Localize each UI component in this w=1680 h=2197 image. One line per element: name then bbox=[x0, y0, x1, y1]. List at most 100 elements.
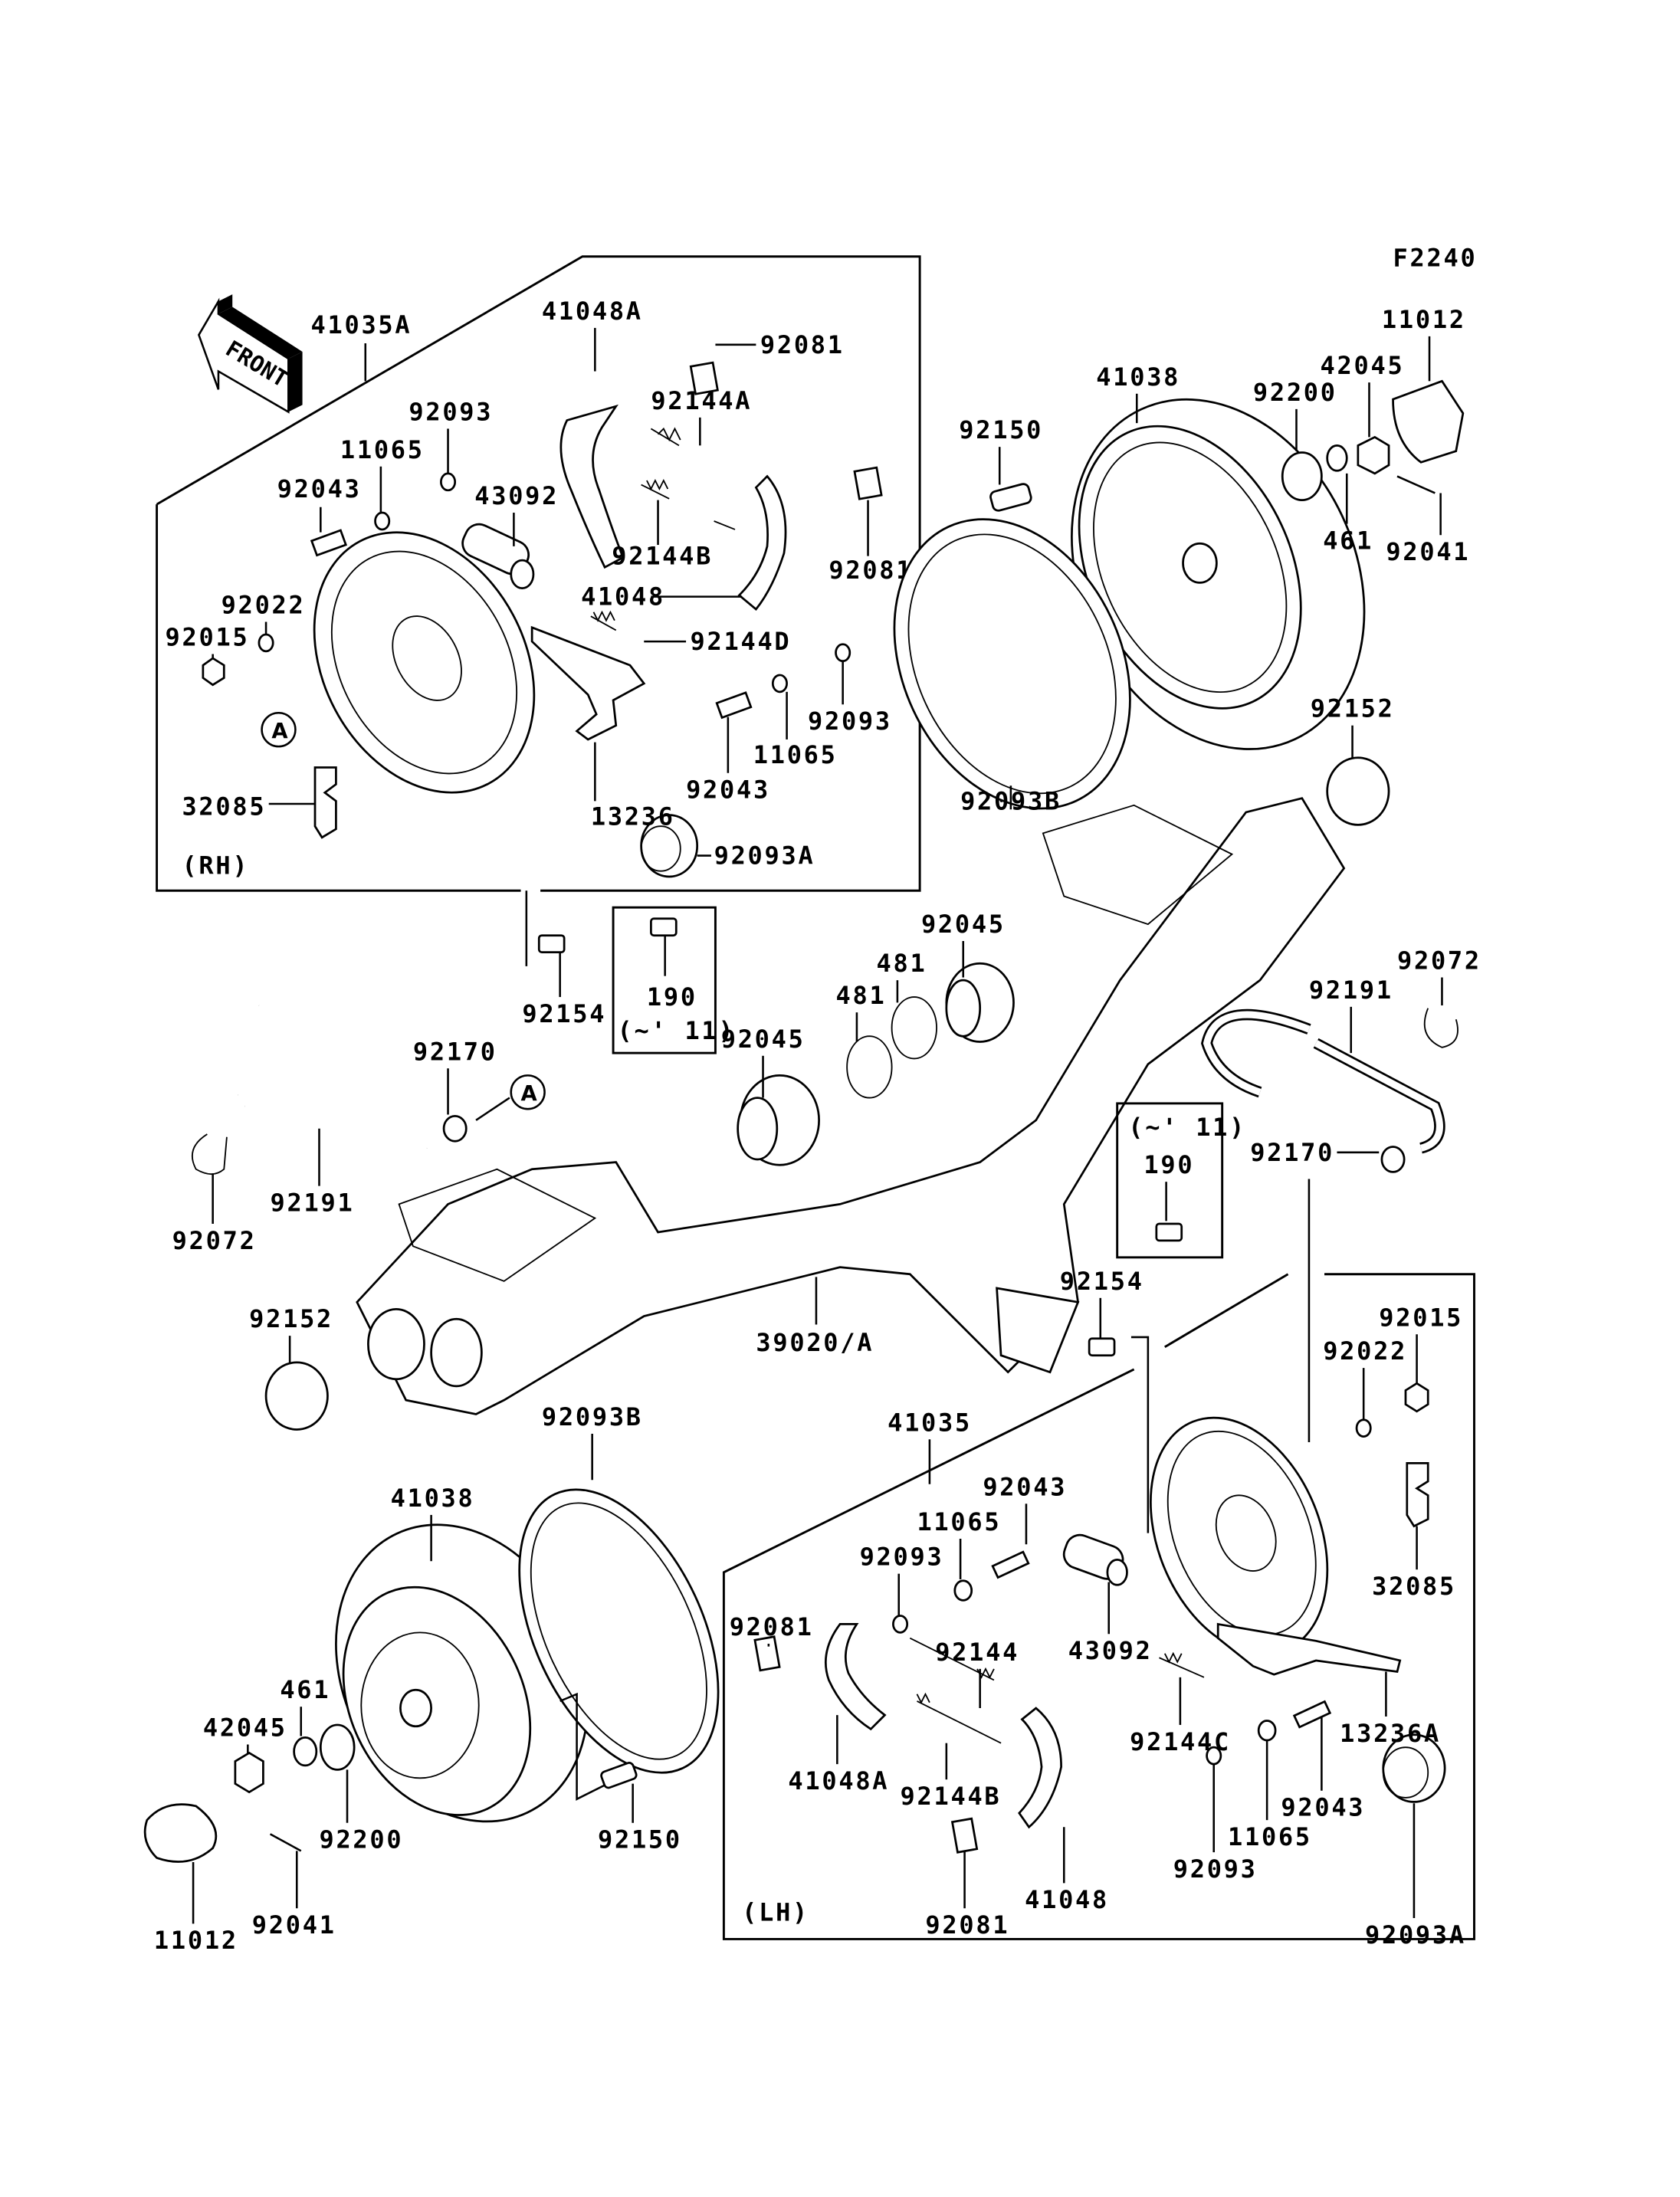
rh-springs bbox=[590, 427, 736, 631]
label-481-left: 481 bbox=[836, 981, 887, 1010]
label-92144A: 92144A bbox=[651, 386, 752, 415]
rh-side-label: (RH) bbox=[182, 851, 249, 880]
rh-small-parts bbox=[202, 361, 883, 878]
label-92015-rh: 92015 bbox=[166, 623, 250, 652]
bolt-92154-upper-icon bbox=[537, 934, 566, 953]
ref-a-axle: A bbox=[521, 1082, 538, 1106]
label-32085-rh: 32085 bbox=[182, 792, 266, 821]
label-461-upper: 461 bbox=[1323, 526, 1373, 556]
label-92191-left: 92191 bbox=[271, 1189, 355, 1218]
label-32085-lh: 32085 bbox=[1372, 1572, 1456, 1601]
label-41038-lower: 41038 bbox=[391, 1484, 475, 1513]
label-11065-lh: 11065 bbox=[917, 1507, 1001, 1536]
label-92043-rh: 92043 bbox=[277, 474, 362, 503]
label-92081-rh-top: 92081 bbox=[760, 330, 845, 359]
label-92072-right: 92072 bbox=[1397, 946, 1481, 976]
label-41038-upper: 41038 bbox=[1096, 362, 1180, 392]
ref-a-rh: A bbox=[271, 720, 288, 743]
label-92170-right: 92170 bbox=[1250, 1138, 1334, 1167]
label-41048A-lh: 41048A bbox=[788, 1766, 889, 1795]
upper-seal-92093b bbox=[893, 518, 1131, 810]
front-arrow-icon: FRONT bbox=[197, 294, 303, 414]
label-190-upper-note: (~' 11) bbox=[618, 1016, 736, 1045]
label-190-upper: 190 bbox=[647, 982, 697, 1012]
lower-seal-92093b bbox=[518, 1488, 720, 1774]
label-92200-lower: 92200 bbox=[319, 1825, 403, 1854]
label-92041-upper: 92041 bbox=[1386, 537, 1470, 566]
label-92022-rh: 92022 bbox=[221, 591, 306, 620]
label-461-lower: 461 bbox=[280, 1675, 330, 1704]
hose-left bbox=[164, 994, 430, 1168]
label-92045-right: 92045 bbox=[921, 910, 1006, 939]
label-11012-lower: 11012 bbox=[154, 1926, 238, 1955]
upper-drum-hardware bbox=[989, 379, 1465, 512]
label-92093-rh-lower: 92093 bbox=[808, 707, 892, 736]
bolt-190-lower-icon bbox=[1155, 1222, 1183, 1242]
label-190-lower-note: (~' 11) bbox=[1128, 1113, 1246, 1142]
clip-92072-left bbox=[192, 1133, 228, 1176]
label-92152-right: 92152 bbox=[1311, 694, 1395, 723]
lh-side-label: (LH) bbox=[742, 1898, 809, 1927]
label-41048-rh: 41048 bbox=[581, 582, 665, 612]
clip-92072-right bbox=[1423, 1008, 1459, 1048]
label-92043-lh: 92043 bbox=[983, 1472, 1067, 1501]
rh-backing-plate bbox=[313, 531, 536, 794]
label-92150-lower: 92150 bbox=[598, 1825, 682, 1854]
label-190-lower: 190 bbox=[1144, 1150, 1194, 1179]
lh-assembly-outline bbox=[722, 1273, 1475, 1940]
label-92043-lh-lower: 92043 bbox=[1281, 1793, 1365, 1822]
clamp-92170-right bbox=[1380, 1146, 1406, 1173]
label-92200-upper: 92200 bbox=[1253, 378, 1337, 407]
label-92045-left: 92045 bbox=[721, 1025, 806, 1054]
label-92144C: 92144C bbox=[1130, 1727, 1231, 1756]
label-92144B-rh: 92144B bbox=[612, 542, 713, 571]
ref-circle-a-axle bbox=[510, 1074, 546, 1110]
label-92072-left: 92072 bbox=[172, 1226, 257, 1255]
label-92022-lh: 92022 bbox=[1323, 1336, 1407, 1366]
label-41048A-rh: 41048A bbox=[542, 297, 643, 326]
rh-brake-shoe-a bbox=[559, 404, 625, 569]
ref-circle-a-rh bbox=[261, 711, 297, 748]
label-481-right: 481 bbox=[876, 949, 927, 978]
label-92170-left: 92170 bbox=[413, 1037, 497, 1066]
label-92191-right: 92191 bbox=[1309, 976, 1393, 1005]
rh-lever bbox=[530, 625, 646, 741]
label-42045-lower: 42045 bbox=[203, 1713, 287, 1743]
label-92081-lh-bottom: 92081 bbox=[925, 1910, 1009, 1940]
label-92093-lh-lower: 92093 bbox=[1173, 1854, 1258, 1884]
rh-wheel-cylinder bbox=[461, 523, 535, 590]
label-41048-lh: 41048 bbox=[1025, 1885, 1109, 1914]
box-190-lower bbox=[1116, 1102, 1224, 1259]
label-43092-lh: 43092 bbox=[1068, 1636, 1153, 1665]
rh-assembly-outline bbox=[156, 255, 921, 892]
clamp-92170-left bbox=[442, 1114, 468, 1143]
lh-parts bbox=[753, 1382, 1446, 1854]
hose-right bbox=[1201, 1008, 1445, 1154]
label-92015-lh: 92015 bbox=[1379, 1303, 1463, 1332]
bolt-92154-lower-icon bbox=[1088, 1337, 1116, 1357]
figure-code: F2240 bbox=[1393, 244, 1478, 273]
label-92081-lh-left: 92081 bbox=[730, 1612, 814, 1641]
label-92081-rh-right: 92081 bbox=[829, 556, 913, 585]
label-92093B-lower: 92093B bbox=[542, 1402, 643, 1431]
lower-drum-hardware bbox=[143, 1723, 638, 1863]
label-11065-lh-lower: 11065 bbox=[1228, 1822, 1312, 1851]
label-92150-upper: 92150 bbox=[959, 415, 1043, 444]
label-92144-lh: 92144 bbox=[935, 1638, 1019, 1667]
label-92093A-rh: 92093A bbox=[714, 841, 815, 871]
label-43092-rh: 43092 bbox=[474, 481, 559, 510]
label-11065-rh-lower: 11065 bbox=[753, 740, 838, 769]
label-92093A-lh: 92093A bbox=[1365, 1920, 1466, 1949]
rh-brake-shoe bbox=[737, 474, 787, 612]
label-92041-lower: 92041 bbox=[252, 1910, 336, 1940]
label-13236A: 13236A bbox=[1340, 1719, 1441, 1748]
axle-bearings bbox=[264, 756, 1390, 1431]
label-92152-left: 92152 bbox=[249, 1304, 333, 1333]
axle-housing bbox=[356, 797, 1346, 1415]
label-11012-upper: 11012 bbox=[1382, 305, 1466, 334]
label-11065-rh: 11065 bbox=[340, 435, 425, 464]
box-190-upper bbox=[612, 906, 717, 1054]
label-92144D: 92144D bbox=[691, 627, 792, 656]
label-13236: 13236 bbox=[591, 802, 675, 831]
label-92043-rh-lower: 92043 bbox=[686, 776, 770, 805]
